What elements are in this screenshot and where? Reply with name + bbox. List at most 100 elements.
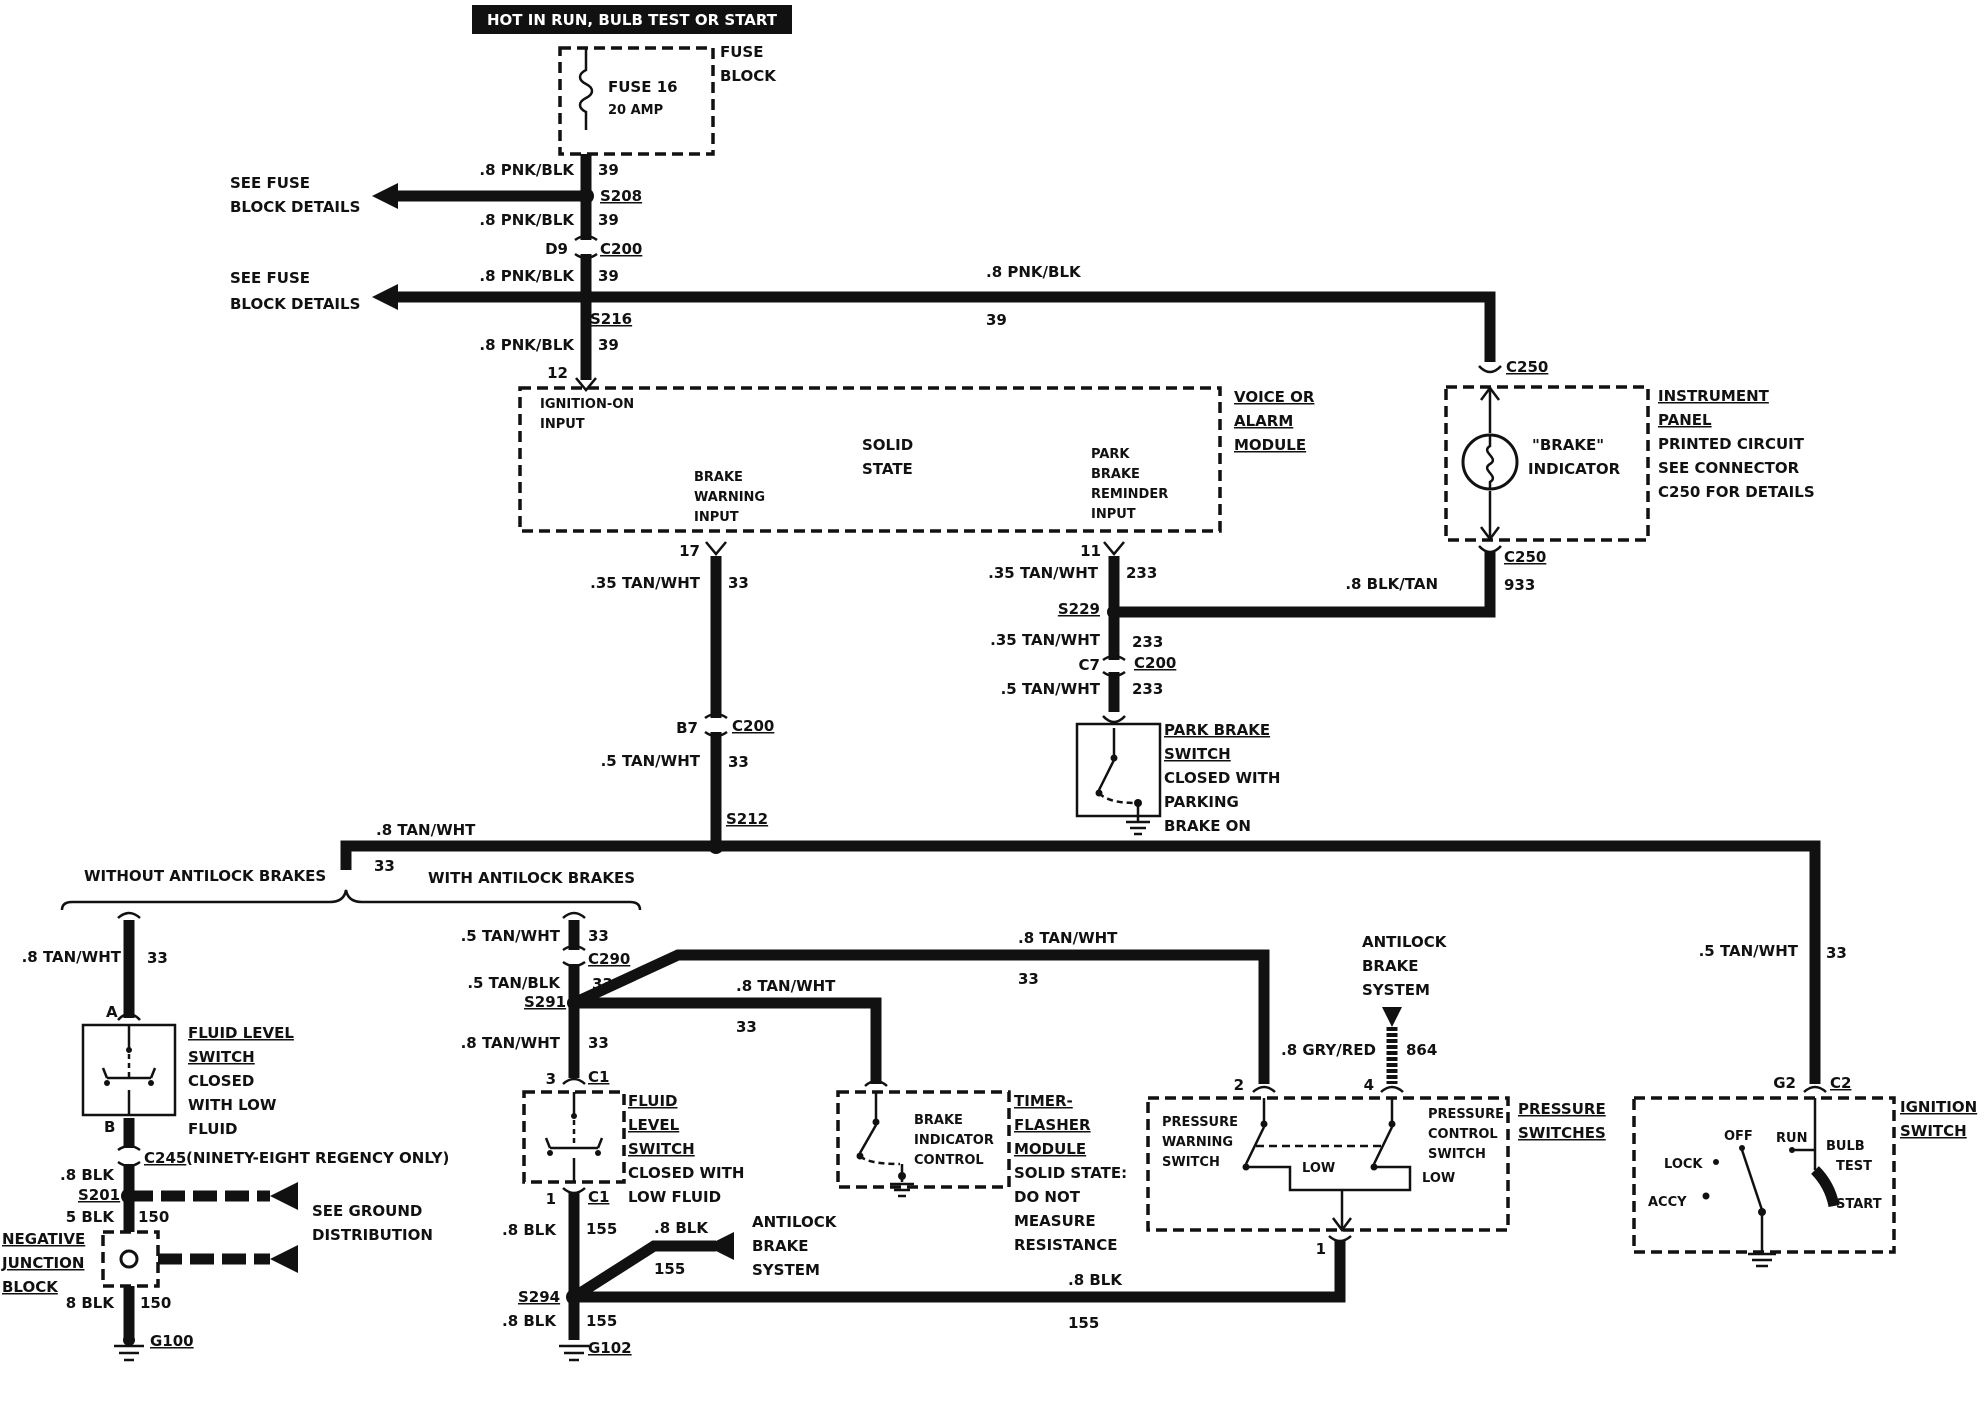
see-fuse-arrow-1	[372, 183, 398, 209]
pnk-blk-to-ip-wire	[586, 291, 1496, 362]
splice-s229-dot	[1107, 605, 1121, 619]
bw-wire-1: .35 TAN/WHT	[590, 574, 701, 592]
ignition-switch-box	[1632, 1096, 1896, 1254]
g100-node	[123, 1334, 135, 1346]
ign-off: OFF	[1724, 1129, 1753, 1144]
g100-label: G100	[150, 1332, 194, 1350]
see-fuse-1a: SEE FUSE	[230, 174, 310, 192]
ps-wire-label: .8 GRY/RED	[1281, 1041, 1376, 1059]
pb-input-3: REMINDER	[1091, 487, 1168, 502]
ign-connector	[1803, 1085, 1827, 1093]
pb-ground-icon	[1126, 820, 1150, 836]
pcs-contact-top	[1388, 1120, 1396, 1128]
pb-input-2: BRAKE	[1091, 467, 1140, 482]
njb-terminal	[119, 1249, 139, 1269]
bw-input-3: INPUT	[694, 510, 739, 525]
pb-switch-contact-top	[1110, 754, 1118, 762]
w-abs-wire-3-label: .8 TAN/WHT	[461, 1034, 561, 1052]
g102-ground-icon	[559, 1344, 589, 1362]
w-abs-fl-1: FLUID	[628, 1092, 677, 1110]
c245-symbol	[117, 1144, 141, 1168]
ps-common-arrow	[1332, 1217, 1352, 1233]
timer-module-box	[836, 1090, 1011, 1189]
pb-switch-4: PARKING	[1164, 793, 1239, 811]
w-abs-pin-1: 1	[546, 1190, 556, 1208]
njb-2: JUNCTION	[1, 1254, 84, 1272]
ps-low-1: LOW	[1302, 1161, 1335, 1176]
w-abs-sw-contact	[571, 1113, 577, 1119]
w-abs-c1-top-connector	[562, 1077, 586, 1085]
w-abs-c1-top: C1	[588, 1068, 609, 1086]
pcs-3: SWITCH	[1428, 1147, 1486, 1162]
module-pin-11: 11	[1080, 542, 1101, 560]
ign-input-2: INPUT	[540, 417, 585, 432]
ign-input-1: IGNITION-ON	[540, 397, 634, 412]
top-wire-label: .8 TAN/WHT	[1018, 929, 1118, 947]
bus-wire-left: .8 TAN/WHT	[376, 821, 476, 839]
timer-name-3: MODULE	[1014, 1140, 1086, 1158]
ign-test: TEST	[1836, 1159, 1872, 1174]
see-fuse-1b: BLOCK DETAILS	[230, 198, 360, 216]
abs-split-bracket	[60, 889, 642, 911]
ip-bulb-lead-top-arrow	[1480, 385, 1500, 401]
ps-pin-2-connector	[1252, 1085, 1276, 1093]
solid-state-1: SOLID	[862, 436, 913, 454]
ign-start: START	[1836, 1197, 1882, 1212]
brake-indicator-2: INDICATOR	[1528, 460, 1621, 478]
pws-1: PRESSURE	[1162, 1115, 1238, 1130]
bw-input-1: BRAKE	[694, 470, 743, 485]
w-abs-circuit-6: 155	[586, 1312, 617, 1330]
ip-box	[1444, 385, 1650, 542]
timer-name-2: FLASHER	[1014, 1116, 1091, 1134]
splice-s208: S208	[600, 187, 642, 205]
ps-abs-2: BRAKE	[1362, 957, 1418, 975]
w-abs-fl-2: LEVEL	[628, 1116, 680, 1134]
module-box	[518, 386, 1222, 533]
pb-switch-5: BRAKE ON	[1164, 817, 1251, 835]
ip-desc-5: C250 FOR DETAILS	[1658, 483, 1815, 501]
wo-abs-fl-5: FLUID	[188, 1120, 237, 1138]
pb-switch-1: PARK BRAKE	[1164, 721, 1270, 739]
w-abs-wire-4-label: .8 BLK	[502, 1221, 557, 1239]
wo-abs-pin-b: B	[104, 1118, 115, 1136]
feed-wire-3: .8 PNK/BLK	[479, 267, 575, 285]
fuse-block-label-1: FUSE	[720, 43, 763, 61]
wo-abs-sw-float	[101, 1067, 157, 1080]
pws-2: WARNING	[1162, 1135, 1233, 1150]
pb-switch-blade	[1097, 759, 1116, 791]
bus-circuit-right: 33	[1826, 944, 1847, 962]
wo-abs-sw-contact-l	[104, 1080, 110, 1086]
module-pin-12: 12	[547, 364, 568, 382]
pb-switch-2: SWITCH	[1164, 745, 1231, 763]
c245-note: (NINETY-EIGHT REGENCY ONLY)	[186, 1149, 449, 1167]
ground-dist-2: DISTRIBUTION	[312, 1226, 433, 1244]
wo-abs-wire-2-label: .8 BLK	[60, 1166, 115, 1184]
w-abs-circuit-5: 155	[654, 1260, 685, 1278]
ps-pin-4: 4	[1364, 1076, 1374, 1094]
wo-abs-circuit-4: 150	[140, 1294, 171, 1312]
pb-switch-dashed-link	[1098, 792, 1137, 805]
njb-3: BLOCK	[2, 1278, 59, 1296]
splice-s291: S291	[524, 993, 566, 1011]
ign-name-1: IGNITION	[1900, 1098, 1977, 1116]
ip-desc-2: PANEL	[1658, 411, 1712, 429]
ip-feed-wire: .8 PNK/BLK	[986, 263, 1082, 281]
pb-switch-box	[1075, 722, 1162, 818]
brake-indicator-1: "BRAKE"	[1532, 436, 1604, 454]
top-wire-circuit: 33	[1018, 970, 1039, 988]
bot-wire-circuit: 155	[1068, 1314, 1099, 1332]
ip-desc-1: INSTRUMENT	[1658, 387, 1770, 405]
pcs-low-link	[1342, 1165, 1412, 1192]
module-pin17-connector	[705, 541, 727, 556]
feed-wire-4: .8 PNK/BLK	[479, 336, 575, 354]
w-abs-wire-6-label: .8 BLK	[502, 1312, 557, 1330]
w-abs-fl-5: LOW FLUID	[628, 1188, 721, 1206]
ign-accy-contact	[1702, 1192, 1710, 1200]
c245-label: C245	[144, 1149, 186, 1167]
ign-run: RUN	[1776, 1131, 1807, 1146]
wo-abs-fl-4: WITH LOW	[188, 1096, 277, 1114]
ign-bulb-start-arc	[1811, 1166, 1840, 1208]
w-abs-sw-float	[544, 1137, 604, 1150]
w-abs-fl-3: SWITCH	[628, 1140, 695, 1158]
bw-circuit-2: 33	[728, 753, 749, 771]
